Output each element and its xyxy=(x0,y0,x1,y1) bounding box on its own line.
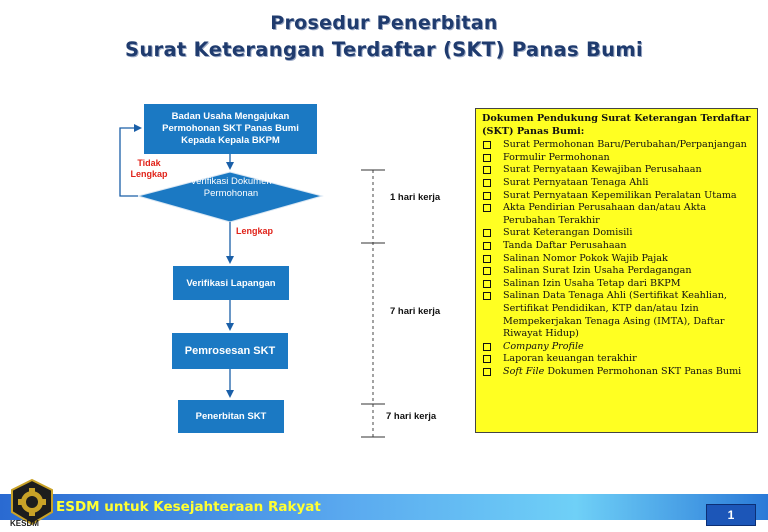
checkbox-icon xyxy=(483,166,491,175)
list-item: Soft File Dokumen Permohonan SKT Panas B… xyxy=(482,366,751,379)
documents-list: Surat Permohonan Baru/Perubahan/Perpanja… xyxy=(482,139,751,378)
list-item: Surat Pernyataan Kepemilikan Peralatan U… xyxy=(482,190,751,203)
footer-bar xyxy=(0,494,768,520)
checkbox-icon xyxy=(483,342,491,351)
duration-label-1: 1 hari kerja xyxy=(390,192,441,203)
duration-label-3: 7 hari kerja xyxy=(386,411,437,422)
esdm-logo-icon xyxy=(11,478,53,526)
arrow-incomplete-loop xyxy=(119,124,142,197)
list-item: Salinan Surat Izin Usaha Perdagangan xyxy=(482,265,751,278)
list-item: Surat Pernyataan Tenaga Ahli xyxy=(482,177,751,190)
list-item: Salinan Nomor Pokok Wajib Pajak xyxy=(482,253,751,266)
title-line-2: Surat Keterangan Terdaftar (SKT) Panas B… xyxy=(125,38,643,61)
logo-label: KESDM xyxy=(10,519,39,528)
checkbox-icon xyxy=(483,254,491,263)
checkbox-icon xyxy=(483,191,491,200)
list-item: Formulir Permohonan xyxy=(482,152,751,165)
list-item: Surat Permohonan Baru/Perubahan/Perpanja… xyxy=(482,139,751,152)
list-item: Surat Keterangan Domisili xyxy=(482,227,751,240)
checkbox-icon xyxy=(483,141,491,150)
checkbox-icon xyxy=(483,292,491,301)
checkbox-icon xyxy=(483,241,491,250)
processing-box: Pemrosesan SKT xyxy=(172,333,288,369)
incomplete-label: Tidak Lengkap xyxy=(130,158,168,179)
field-verification-box: Verifikasi Lapangan xyxy=(173,266,289,300)
checkbox-icon xyxy=(483,229,491,238)
supporting-documents-box: Dokumen Pendukung Surat Keterangan Terda… xyxy=(475,108,758,433)
list-item: Salinan Data Tenaga Ahli (Sertifikat Kea… xyxy=(482,290,751,340)
title-line-1: Prosedur Penerbitan xyxy=(270,12,498,34)
checkbox-icon xyxy=(483,178,491,187)
checkbox-icon xyxy=(483,355,491,364)
list-item: Akta Pendirian Perusahaan dan/atau Akta … xyxy=(482,202,751,227)
list-item: Laporan keuangan terakhir xyxy=(482,353,751,366)
list-item: Salinan Izin Usaha Tetap dari BKPM xyxy=(482,278,751,291)
checkbox-icon xyxy=(483,267,491,276)
list-item: Company Profile xyxy=(482,341,751,354)
list-item: Tanda Daftar Perusahaan xyxy=(482,240,751,253)
checkbox-icon xyxy=(483,367,491,376)
page-number: 1 xyxy=(706,504,756,526)
list-item: Surat Pernyataan Kewajiban Perusahaan xyxy=(482,164,751,177)
footer-slogan: ESDM untuk Kesejahteraan Rakyat xyxy=(56,499,321,515)
checkbox-icon xyxy=(483,279,491,288)
verify-docs-label: Verifikasi Dokumen Permohonan xyxy=(190,176,272,199)
checkbox-icon xyxy=(483,153,491,162)
documents-header: Dokumen Pendukung Surat Keterangan Terda… xyxy=(482,113,751,137)
duration-timeline xyxy=(361,169,385,438)
checkbox-icon xyxy=(483,204,491,213)
apply-step-box: Badan Usaha Mengajukan Permohonan SKT Pa… xyxy=(144,104,317,154)
duration-label-2: 7 hari kerja xyxy=(390,306,441,317)
complete-label: Lengkap xyxy=(236,226,274,236)
issuance-box: Penerbitan SKT xyxy=(178,400,284,433)
